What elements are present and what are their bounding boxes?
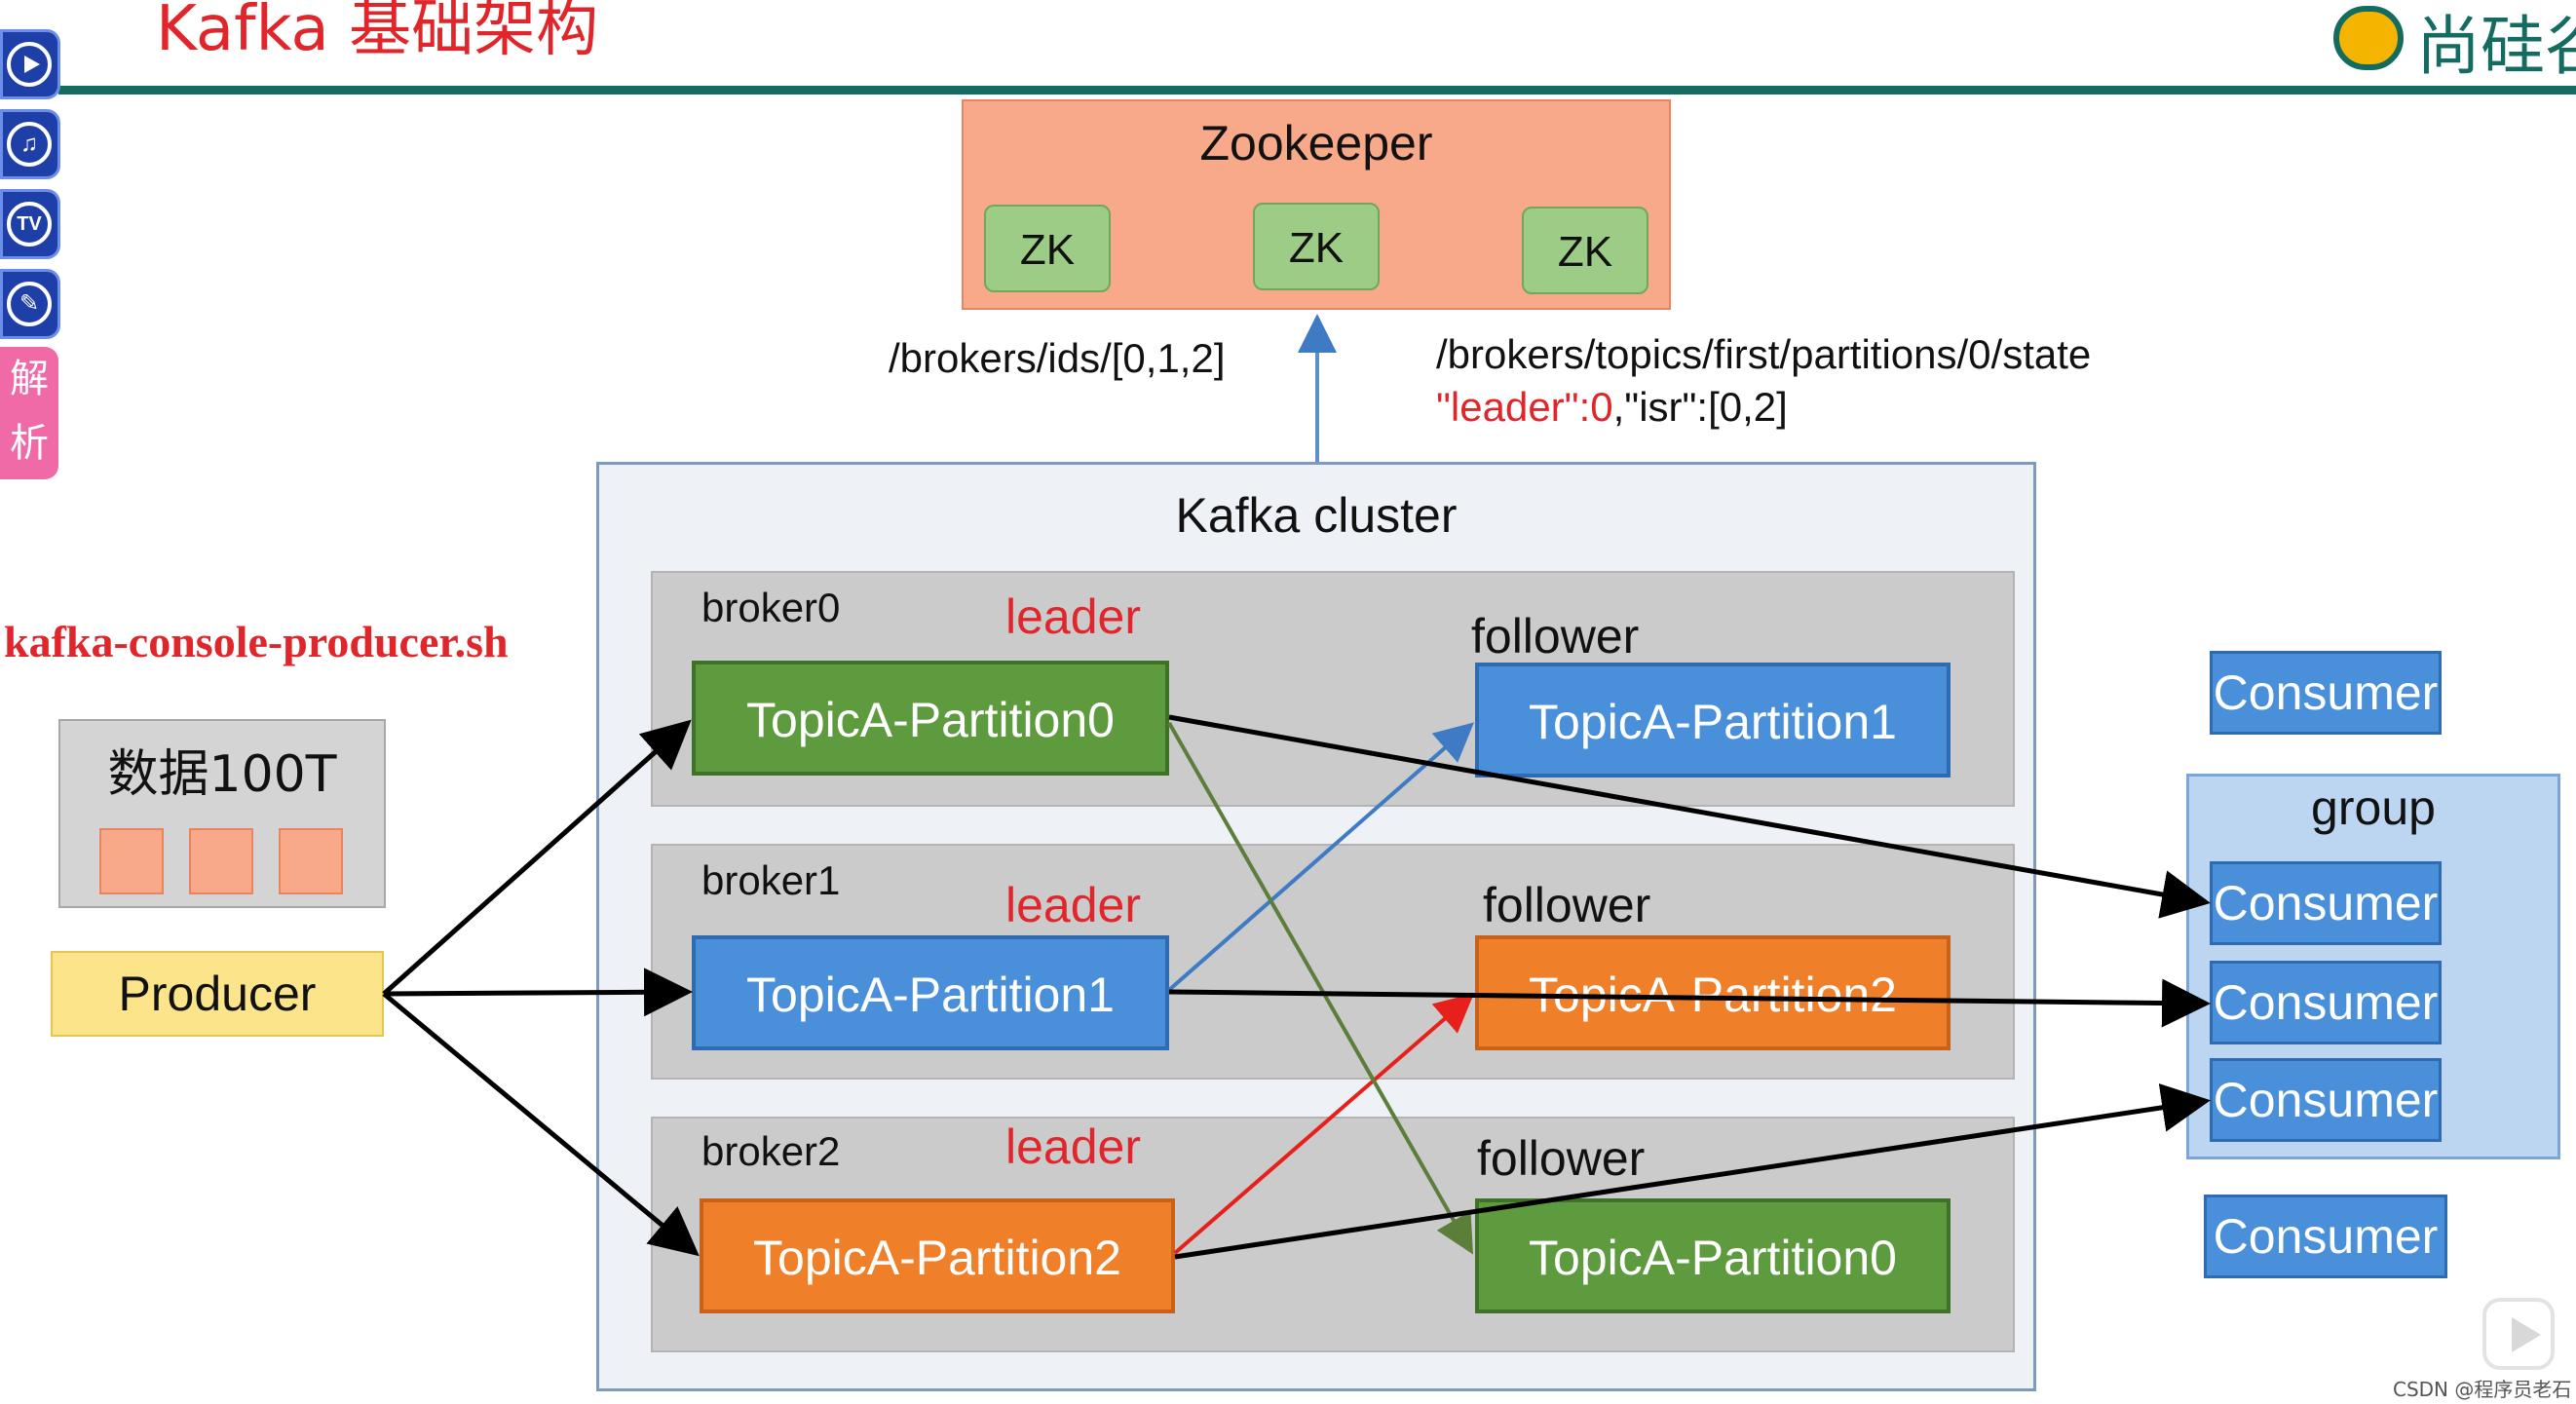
data-block — [99, 828, 164, 894]
analyze-label-2: 析 — [10, 421, 49, 466]
follower-label: follower — [1471, 609, 1640, 664]
brokers-ids-path: /brokers/ids/[0,1,2] — [889, 335, 1226, 381]
sidebar-tools-button[interactable]: ✎ — [0, 269, 60, 339]
wrench-icon: ✎ — [7, 282, 52, 326]
consumer-box: Consumer — [2210, 651, 2442, 735]
producer-command: kafka-console-producer.sh — [4, 617, 509, 666]
data-block — [279, 828, 343, 894]
state-isr: ,"isr":[0,2] — [1612, 384, 1788, 430]
partition-box: TopicA-Partition0 — [1475, 1198, 1951, 1313]
zk-node: ZK — [1522, 207, 1648, 294]
broker-name: broker2 — [701, 1128, 841, 1174]
logo-text: 尚硅谷 — [2416, 9, 2576, 84]
broker-name: broker1 — [701, 857, 841, 903]
follower-label: follower — [1483, 878, 1651, 932]
footer-credit: CSDN @程序员老石 — [2393, 1378, 2572, 1401]
zk-node: ZK — [1253, 203, 1380, 290]
consumer-box: Consumer — [2204, 1195, 2447, 1278]
leader-label: leader — [1005, 878, 1141, 932]
zookeeper-title: Zookeeper — [1199, 116, 1433, 171]
play-icon — [7, 42, 52, 87]
page-title: Kafka 基础架构 — [156, 0, 599, 65]
cluster-title: Kafka cluster — [1175, 488, 1458, 543]
producer-to-partition2-arrow — [382, 992, 700, 1257]
partition-box: TopicA-Partition1 — [692, 935, 1169, 1050]
partition-state-path: /brokers/topics/first/partitions/0/state — [1436, 331, 2092, 377]
follower-label: follower — [1477, 1131, 1646, 1186]
producer-to-partition1-arrow — [383, 968, 693, 1017]
replication-p2-arrow — [1173, 993, 1475, 1255]
partition0-to-consumer-arrow — [1168, 714, 2211, 919]
partition-box: TopicA-Partition1 — [1475, 663, 1951, 778]
consumer-group-label: group — [2311, 780, 2436, 835]
partition2-to-consumer-arrow — [1174, 1083, 2211, 1260]
consumer-box: Consumer — [2210, 961, 2442, 1044]
partition-box: TopicA-Partition0 — [692, 661, 1169, 776]
tv-icon: TV — [7, 202, 52, 247]
replication-p1-arrow — [1167, 722, 1475, 992]
sidebar-play-button[interactable] — [0, 29, 60, 99]
consumer-box: Consumer — [2210, 861, 2442, 945]
leader-label: leader — [1005, 589, 1141, 644]
producer-box: Producer — [51, 951, 384, 1037]
sidebar-analyze-button[interactable]: 解 析 — [0, 347, 58, 479]
analyze-label-1: 解 — [10, 357, 49, 401]
zk-node: ZK — [984, 205, 1111, 292]
partition-box: TopicA-Partition2 — [700, 1198, 1175, 1313]
header-divider — [58, 86, 2576, 95]
state-leader: "leader":0 — [1436, 384, 1613, 430]
partition-box: TopicA-Partition2 — [1475, 935, 1951, 1050]
broker-name: broker0 — [701, 585, 841, 630]
replication-p0-arrow — [1167, 722, 1473, 1255]
sidebar-tv-button[interactable]: TV — [0, 189, 60, 259]
leader-label: leader — [1005, 1119, 1141, 1174]
sidebar-music-button[interactable]: ♫ — [0, 109, 60, 179]
data-source-label: 数据100T — [107, 745, 337, 804]
partition-state-value: "leader":0,"isr":[0,2] — [1436, 384, 1788, 431]
consumer-box: Consumer — [2210, 1058, 2442, 1142]
partition1-to-consumer-arrow — [1168, 978, 2211, 1028]
data-block — [189, 828, 253, 894]
music-icon: ♫ — [7, 122, 52, 167]
logo-icon — [2333, 6, 2404, 70]
producer-to-partition0-arrow — [382, 719, 692, 996]
video-play-icon[interactable] — [2482, 1298, 2555, 1370]
